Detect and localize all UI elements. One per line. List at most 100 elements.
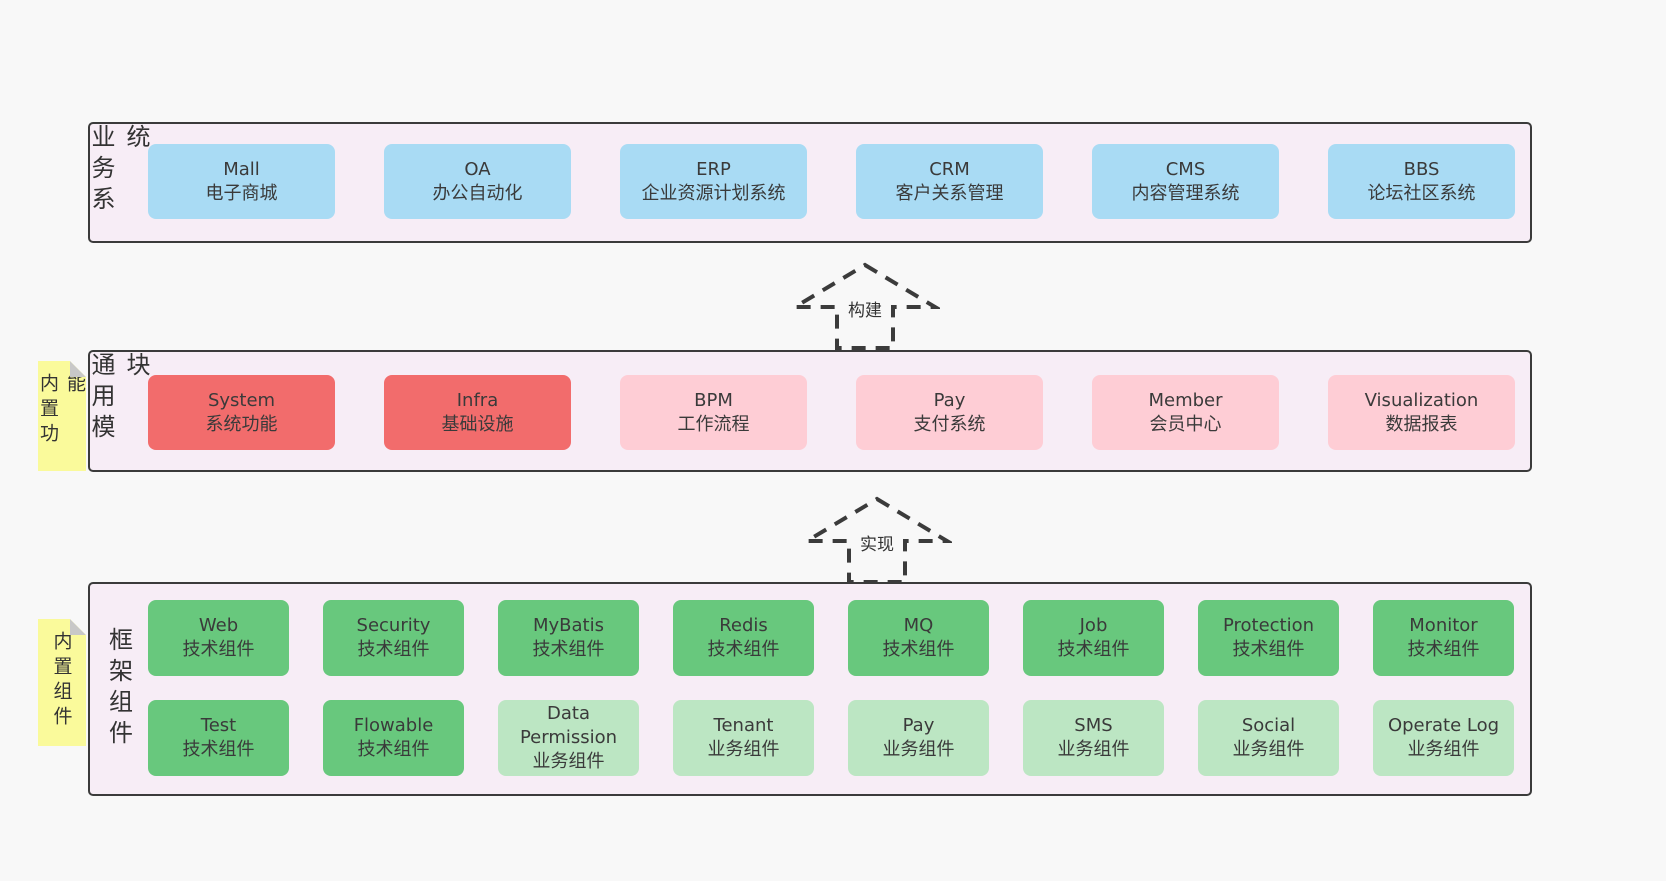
box-mall: Mall 电子商城 <box>148 144 335 219</box>
box-title: CMS <box>1165 158 1206 180</box>
box-title: MyBatis <box>533 615 604 636</box>
box-title: OA <box>464 158 491 180</box>
box-subtitle: 电子商城 <box>205 182 278 204</box>
box-subtitle: 内容管理系统 <box>1131 182 1240 204</box>
box-erp: ERP 企业资源计划系统 <box>620 144 807 219</box>
box-title: System <box>207 389 276 411</box>
box-social: Social 业务组件 <box>1198 700 1339 776</box>
box-security: Security 技术组件 <box>323 600 464 676</box>
box-crm: CRM 客户关系管理 <box>856 144 1043 219</box>
box-subtitle: 业务组件 <box>1407 739 1480 760</box>
box-subtitle: 企业资源计划系统 <box>641 182 786 204</box>
box-title: MQ <box>903 615 934 636</box>
box-subtitle: 技术组件 <box>882 639 955 660</box>
box-subtitle: 数据报表 <box>1385 413 1458 435</box>
build-arrow-label: 构建 <box>845 296 885 321</box>
box-title: Monitor <box>1409 615 1478 636</box>
box-visualization: Visualization 数据报表 <box>1328 375 1515 450</box>
box-title: Web <box>198 615 239 636</box>
implement-arrow-label: 实现 <box>857 530 897 555</box>
panel-business-systems-label: 业务系统 <box>87 124 150 241</box>
box-tenant: Tenant 业务组件 <box>673 700 814 776</box>
box-subtitle: 业务组件 <box>1057 739 1130 760</box>
box-pay-component: Pay 业务组件 <box>848 700 989 776</box>
box-title: Redis <box>719 615 768 636</box>
sticky-text: 内置组件 <box>50 631 73 731</box>
box-title: ERP <box>696 158 731 180</box>
box-cms: CMS 内容管理系统 <box>1092 144 1279 219</box>
panel-common-modules-label: 通用模块 <box>87 352 150 470</box>
box-subtitle: 工作流程 <box>677 413 750 435</box>
box-subtitle: 技术组件 <box>357 739 430 760</box>
box-monitor: Monitor 技术组件 <box>1373 600 1514 676</box>
box-subtitle: 论坛社区系统 <box>1367 182 1476 204</box>
box-subtitle: 技术组件 <box>1057 639 1130 660</box>
panel-common-modules: 通用模块 System 系统功能 Infra 基础设施 BPM 工作流程 Pay… <box>87 350 1532 472</box>
box-title: Protection <box>1222 615 1315 636</box>
box-subtitle: 办公自动化 <box>432 182 523 204</box>
box-subtitle: 会员中心 <box>1149 413 1222 435</box>
box-member: Member 会员中心 <box>1092 375 1279 450</box>
box-title: SMS <box>1074 715 1113 736</box>
box-subtitle: 技术组件 <box>182 639 255 660</box>
box-subtitle: 基础设施 <box>441 413 514 435</box>
box-bpm: BPM 工作流程 <box>620 375 807 450</box>
box-title: Visualization <box>1364 389 1479 411</box>
box-title: Pay <box>902 715 935 736</box>
box-title: Security <box>356 615 431 636</box>
box-title: Member <box>1148 389 1223 411</box>
box-title: Job <box>1079 615 1108 636</box>
box-title: Test <box>200 715 237 736</box>
build-arrow: 构建 <box>790 260 940 352</box>
box-title: Flowable <box>353 715 434 736</box>
box-title: Data Permission <box>519 703 618 748</box>
sticky-built-in-features: 内置功能 <box>38 361 86 471</box>
panel-business-systems: 业务系统 Mall 电子商城 OA 办公自动化 ERP 企业资源计划系统 CRM… <box>87 122 1532 243</box>
box-oa: OA 办公自动化 <box>384 144 571 219</box>
implement-arrow: 实现 <box>802 494 952 586</box>
panel-label-text: 框架组件 <box>104 627 133 751</box>
box-subtitle: 支付系统 <box>913 413 986 435</box>
box-subtitle: 业务组件 <box>707 739 780 760</box>
sticky-fold-corner <box>70 619 86 635</box>
box-subtitle: 客户关系管理 <box>895 182 1004 204</box>
box-data-permission: Data Permission 业务组件 <box>498 700 639 776</box>
dashed-up-arrow-icon <box>790 262 940 350</box>
box-mq: MQ 技术组件 <box>848 600 989 676</box>
box-bbs: BBS 论坛社区系统 <box>1328 144 1515 219</box>
panel-framework-components-label: 框架组件 <box>90 584 148 794</box>
panel-label-text: 通用模块 <box>87 352 150 445</box>
box-redis: Redis 技术组件 <box>673 600 814 676</box>
box-subtitle: 技术组件 <box>357 639 430 660</box>
box-title: Social <box>1241 715 1296 736</box>
box-title: Operate Log <box>1387 715 1500 736</box>
box-title: CRM <box>929 158 970 180</box>
panel-framework-components: 框架组件 Web 技术组件 Security 技术组件 MyBatis 技术组件… <box>88 582 1532 796</box>
box-subtitle: 技术组件 <box>1232 639 1305 660</box>
box-subtitle: 技术组件 <box>707 639 780 660</box>
box-subtitle: 系统功能 <box>205 413 278 435</box>
box-title: Infra <box>456 389 499 411</box>
box-title: Pay <box>933 389 966 411</box>
box-subtitle: 技术组件 <box>532 639 605 660</box>
panel-label-text: 业务系统 <box>87 124 150 217</box>
box-subtitle: 业务组件 <box>1232 739 1305 760</box>
box-subtitle: 技术组件 <box>182 739 255 760</box>
box-web: Web 技术组件 <box>148 600 289 676</box>
box-title: BBS <box>1403 158 1440 180</box>
box-subtitle: 业务组件 <box>882 739 955 760</box>
box-mybatis: MyBatis 技术组件 <box>498 600 639 676</box>
box-subtitle: 业务组件 <box>532 751 605 772</box>
box-system: System 系统功能 <box>148 375 335 450</box>
box-operate-log: Operate Log 业务组件 <box>1373 700 1514 776</box>
box-title: Mall <box>223 158 260 180</box>
box-subtitle: 技术组件 <box>1407 639 1480 660</box>
box-pay-module: Pay 支付系统 <box>856 375 1043 450</box>
box-infra: Infra 基础设施 <box>384 375 571 450</box>
sticky-built-in-components: 内置组件 <box>38 619 86 746</box>
box-title: Tenant <box>713 715 774 736</box>
box-flowable: Flowable 技术组件 <box>323 700 464 776</box>
box-sms: SMS 业务组件 <box>1023 700 1164 776</box>
box-job: Job 技术组件 <box>1023 600 1164 676</box>
box-protection: Protection 技术组件 <box>1198 600 1339 676</box>
